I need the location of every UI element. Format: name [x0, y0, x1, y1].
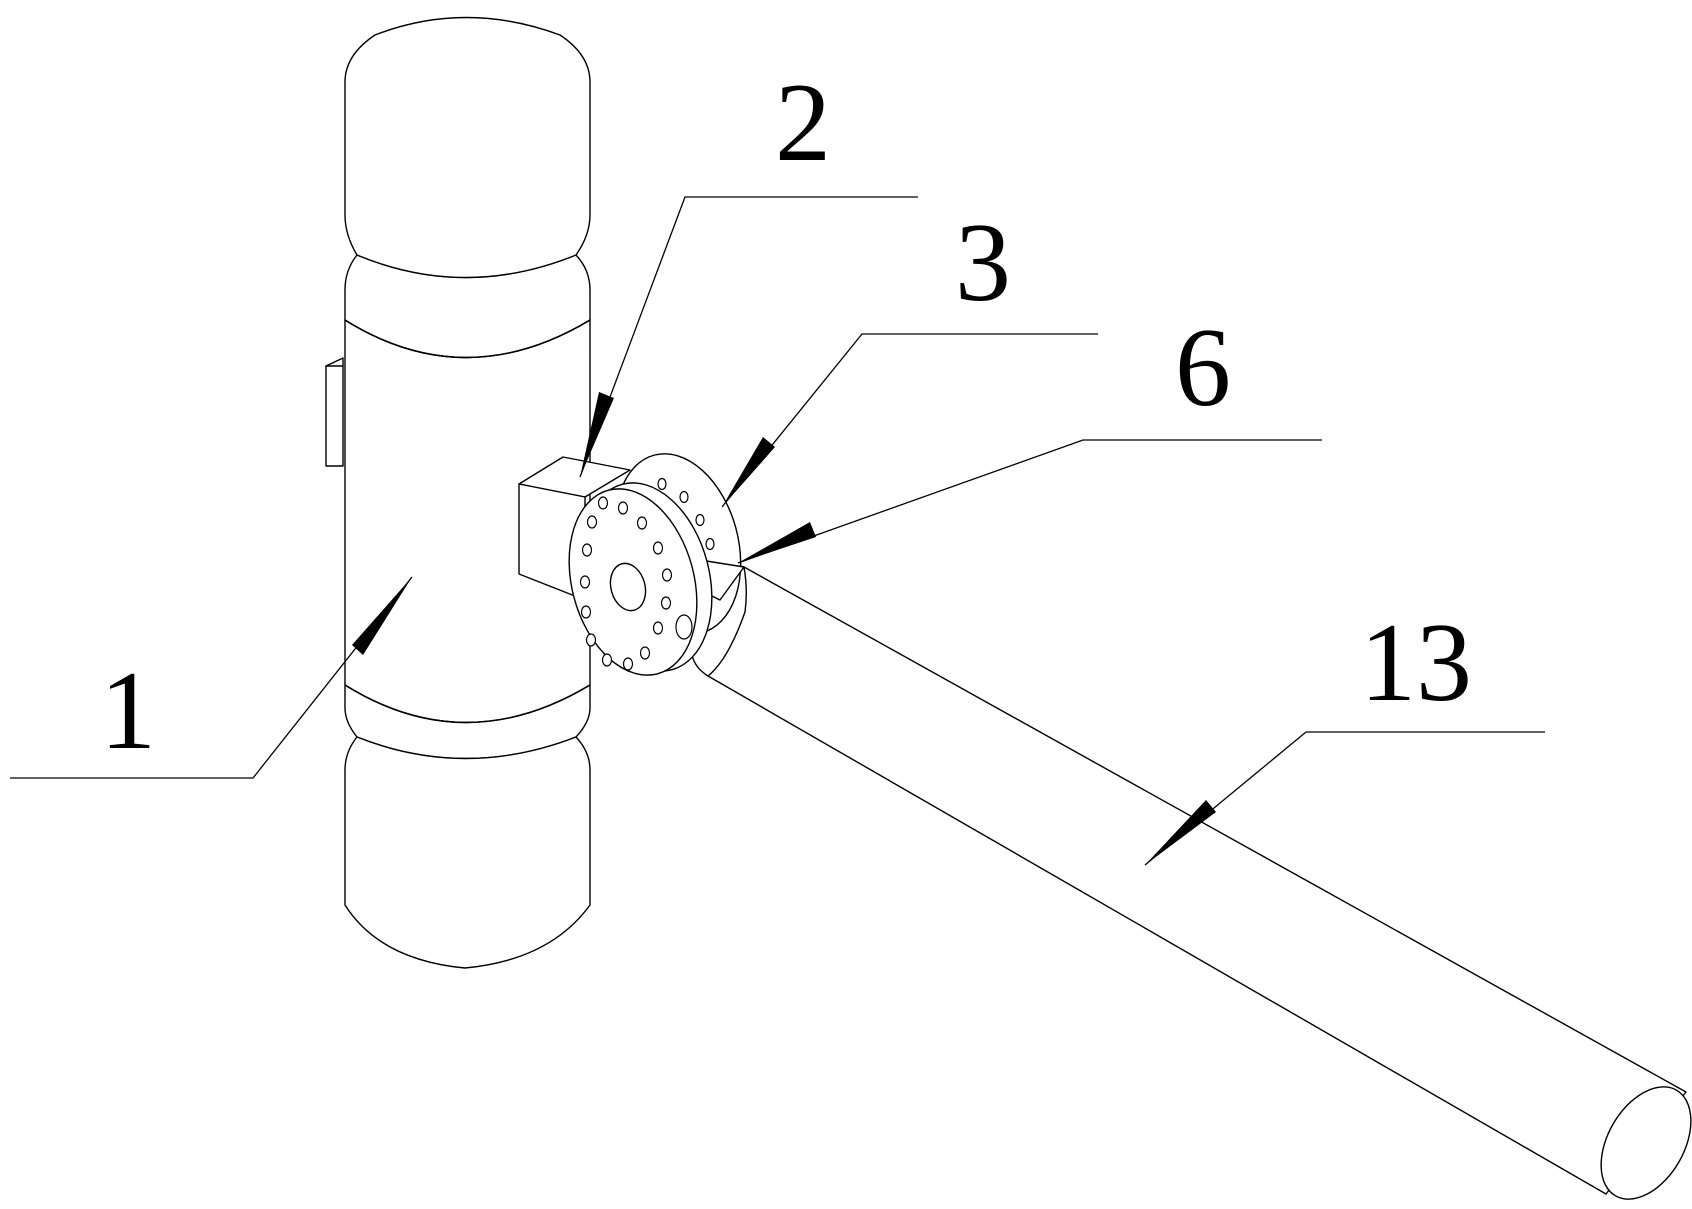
- leader-3: [721, 333, 1098, 508]
- bolt-hole: [579, 575, 591, 589]
- arrowhead-1: [352, 577, 412, 655]
- part-labels: 1 2 3 6 13: [100, 61, 1472, 773]
- label-part-13: 13: [1360, 601, 1472, 725]
- bolt-hole: [675, 614, 693, 640]
- bolt-hole: [580, 605, 592, 619]
- rear-bolt-holes: [657, 477, 715, 551]
- arrowhead-3: [722, 437, 775, 507]
- bolt-hole: [695, 513, 705, 527]
- flange-assembly: [568, 453, 745, 676]
- bolt-hole: [657, 477, 667, 491]
- top-cap: [344, 16, 591, 279]
- bolt-hole: [617, 501, 629, 515]
- vertical-column: [325, 16, 591, 969]
- bolt-hole: [660, 596, 672, 610]
- bolt-hole: [652, 621, 664, 635]
- bolt-hole: [661, 568, 673, 582]
- bolt-hole: [636, 516, 648, 530]
- arrowhead-6: [738, 522, 816, 563]
- bolt-hole: [705, 537, 715, 551]
- bottom-cap: [344, 736, 591, 969]
- bolt-hole: [622, 657, 634, 671]
- arrowhead-13: [1145, 800, 1216, 865]
- arrowhead-2: [580, 392, 614, 477]
- bolt-hole: [601, 653, 613, 667]
- rod-body: [707, 566, 1687, 1195]
- label-part-1: 1: [100, 649, 156, 773]
- bolt-hole: [581, 543, 593, 557]
- leaders: [10, 196, 1545, 866]
- bolt-hole: [639, 646, 651, 660]
- leader-2: [579, 196, 918, 478]
- label-part-6: 6: [1175, 306, 1231, 430]
- bolt-hole: [652, 541, 664, 555]
- label-part-2: 2: [775, 61, 831, 185]
- rod: [691, 564, 1692, 1200]
- bolt-hole: [585, 633, 597, 647]
- bolt-holes: [579, 496, 693, 671]
- bolt-hole: [597, 496, 609, 510]
- label-part-3: 3: [955, 201, 1011, 325]
- side-plate: [325, 357, 344, 467]
- center-boss: [609, 562, 647, 612]
- rod-end: [1600, 1086, 1692, 1200]
- bolt-hole: [586, 515, 598, 529]
- connector-block: [518, 456, 631, 601]
- leader-6: [737, 439, 1322, 564]
- bolt-hole: [679, 490, 689, 504]
